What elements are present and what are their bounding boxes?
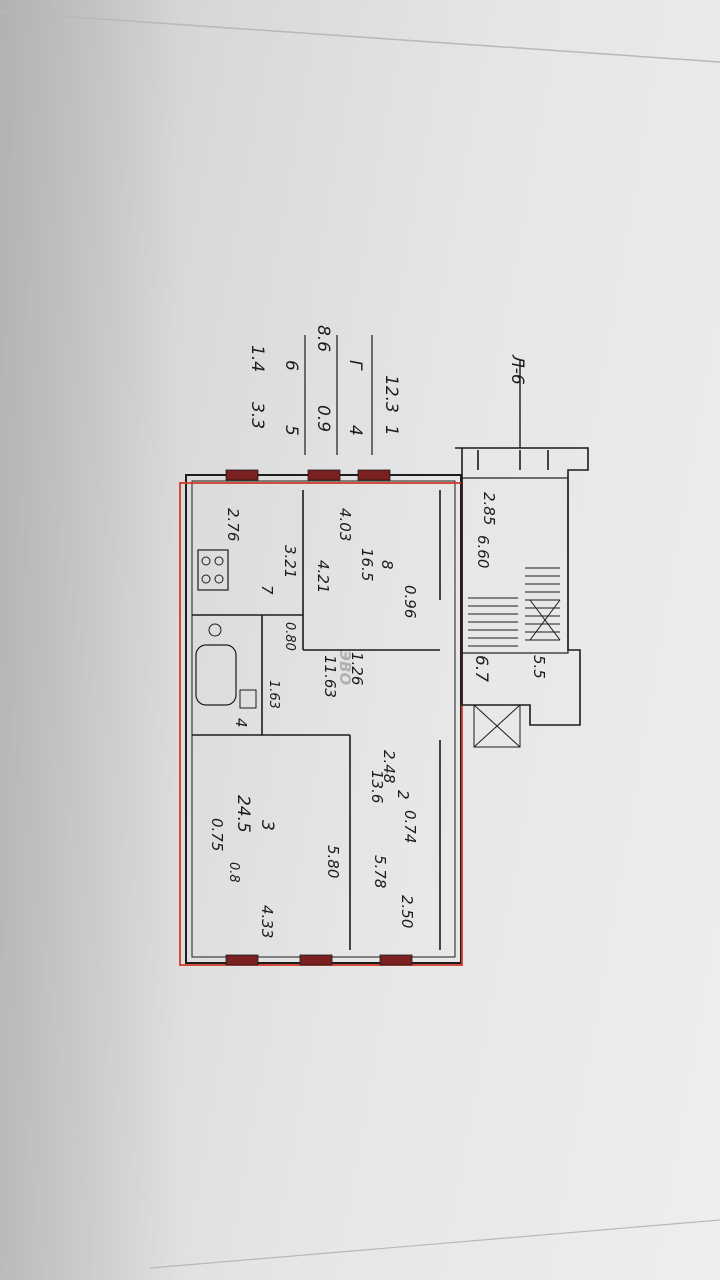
- partitions: [192, 490, 441, 950]
- kitchen-dim-top: 2.76: [224, 508, 242, 541]
- room3-labels: 3 24.5 5.80 4.33 0.75 0.8: [208, 795, 342, 938]
- room2-dim-top: 2.48: [380, 750, 398, 783]
- expl-row2-d: 0.9: [313, 405, 333, 432]
- svg-text:ЭВО: ЭВО: [336, 650, 354, 685]
- section-marker: Л-6: [507, 354, 527, 385]
- windows: [225, 469, 413, 966]
- expl-row2-c: 8.6: [313, 325, 333, 352]
- room3-dim-height: 4.33: [258, 905, 276, 938]
- expl-row1-a: 1: [381, 425, 401, 436]
- outer-walls: [185, 474, 462, 964]
- room3-dim-tiny: 0.8: [226, 862, 241, 883]
- room3-number: 3: [257, 820, 277, 831]
- stair-dim-top: 2.85: [480, 492, 498, 525]
- bath-dim2: 1.63: [266, 680, 281, 709]
- room8-dim-side: 4.21: [314, 560, 332, 593]
- corridor-dim-a: 1.26: [348, 652, 366, 685]
- room2-area: 13.6: [368, 770, 386, 803]
- stair-block: [455, 360, 589, 748]
- room3-dim-width: 5.80: [324, 845, 342, 878]
- stair-dim-d: 5.5: [530, 655, 548, 679]
- room2-labels: 2.48 2 13.6 0.74 5.78 2.50: [368, 750, 419, 928]
- paper-shadow: [0, 0, 180, 1280]
- bath-dim: 0.80: [282, 622, 297, 651]
- room2-number: 2: [394, 790, 412, 800]
- room8-dim-right: 0.96: [401, 585, 419, 618]
- corridor-dim-b: 11.63: [321, 655, 339, 698]
- room3-dim-small: 0.75: [208, 818, 226, 851]
- expl-row3-c: 1.4: [247, 345, 267, 372]
- expl-row3-d: 3.3: [247, 402, 267, 429]
- room8-dim-top: 4.03: [336, 508, 354, 541]
- room8-area: 16.5: [358, 548, 376, 581]
- watermark: ЭВО: [336, 650, 354, 685]
- expl-row1-b: 12.3: [381, 375, 401, 413]
- kitchen-number: 7: [258, 585, 276, 595]
- bath-number: 4: [232, 718, 250, 728]
- room8-labels: 4.03 8 16.5 4.21 0.96: [314, 508, 419, 618]
- explication-table: 1 12.3 Г 4 8.6 0.9 6 5 1.4 3.3: [247, 325, 401, 455]
- stair-dim-c: 6.7: [471, 655, 491, 682]
- expl-row2-a: Г: [345, 360, 365, 371]
- room8-number: 8: [378, 560, 396, 570]
- kitchen-dim-side: 3.21: [281, 545, 299, 578]
- expl-row3-b: 5: [281, 425, 301, 436]
- stair-labels: 2.85 6.60 6.7 5.5: [471, 492, 548, 682]
- room2-dim-bottom: 5.78: [371, 855, 389, 888]
- expl-row2-b: 4: [345, 425, 365, 436]
- kitchen-labels: 2.76 3.21 7: [224, 508, 299, 595]
- room2-dim-small: 2.50: [398, 895, 416, 928]
- room3-area: 24.5: [233, 795, 253, 833]
- bath-labels: 0.80 1.63 4: [232, 622, 297, 728]
- corridor-labels: 1.26 11.63: [321, 652, 366, 698]
- stair-dim-side: 6.60: [474, 535, 492, 568]
- expl-row3-a: 6: [281, 360, 301, 371]
- room2-dim-right: 0.74: [401, 810, 419, 843]
- apartment-outline: [179, 482, 463, 966]
